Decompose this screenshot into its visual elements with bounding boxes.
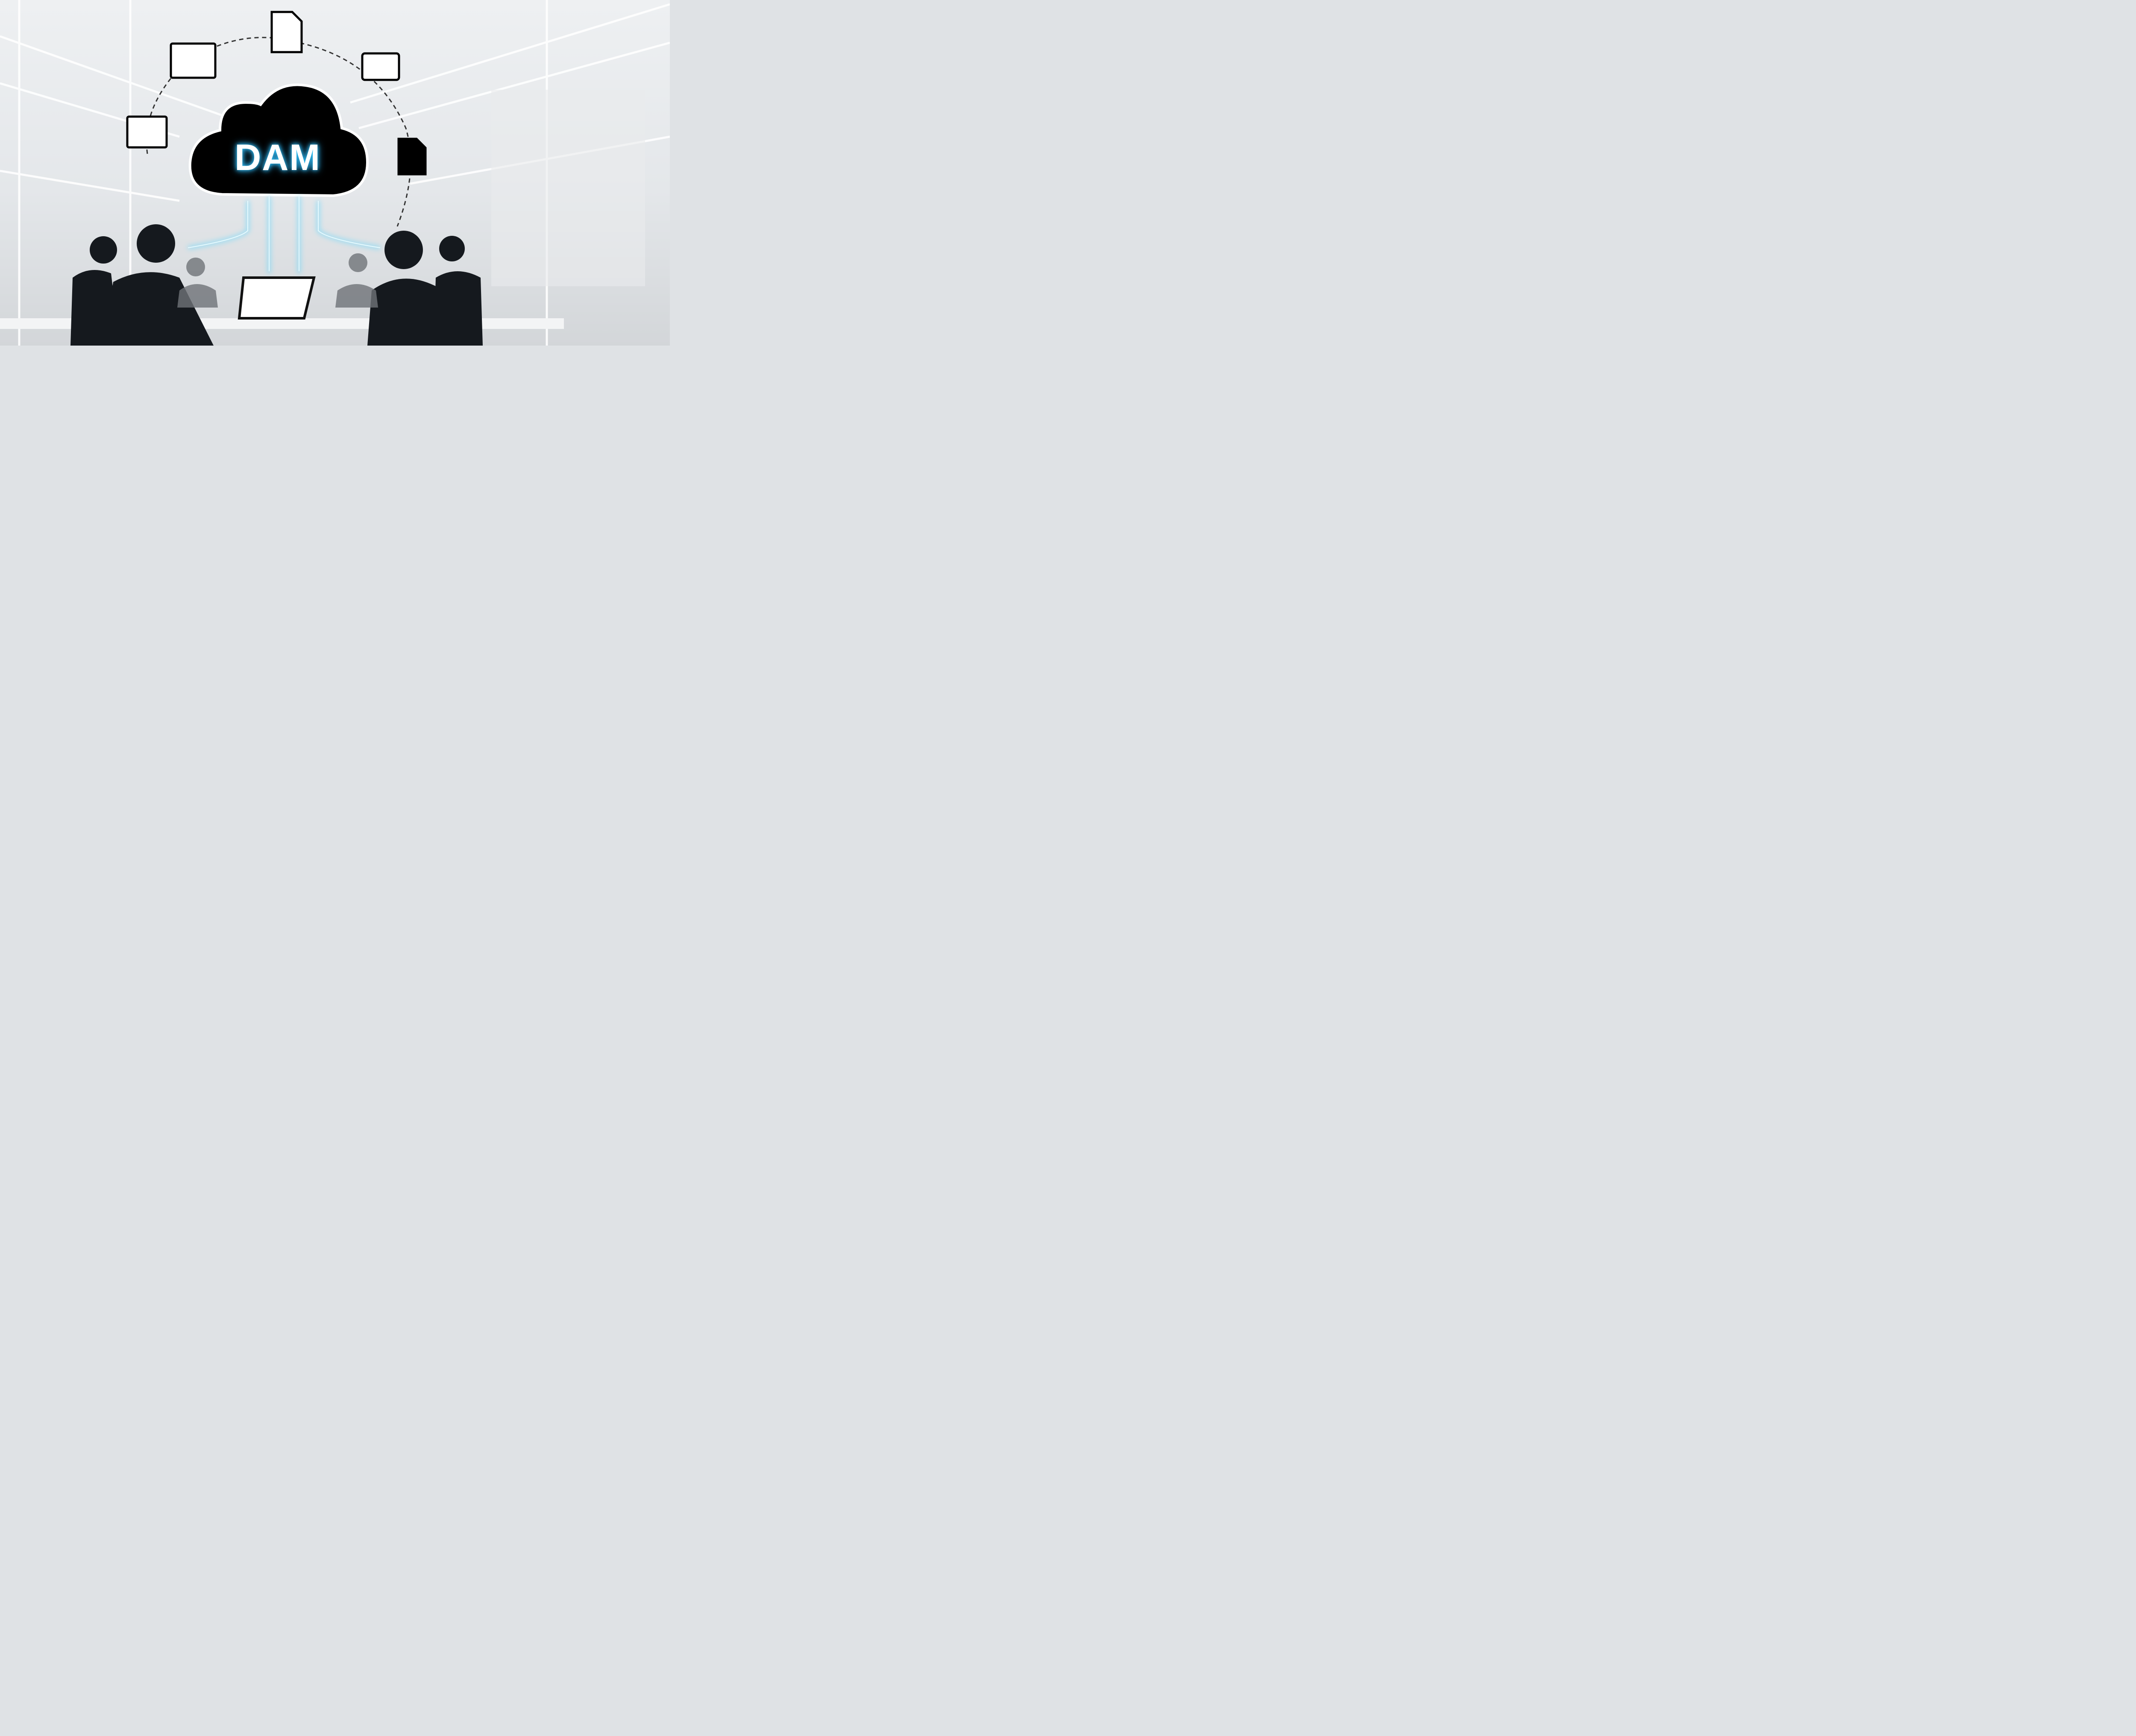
- illustration: DAM: [0, 0, 670, 346]
- dam-cloud-label: DAM: [235, 137, 321, 178]
- background-art: [0, 0, 670, 346]
